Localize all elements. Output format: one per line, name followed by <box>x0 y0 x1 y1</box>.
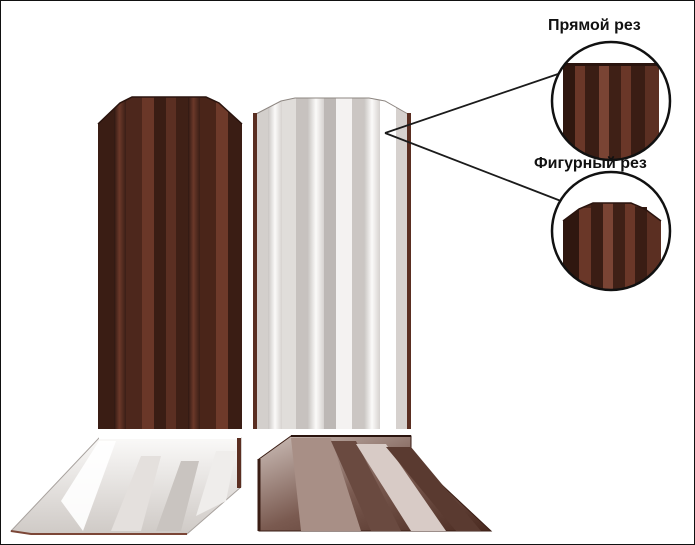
straight-cut-label: Прямой рез <box>548 17 641 34</box>
light-profile-section <box>9 437 242 535</box>
straight-cut-magnifier <box>550 40 672 162</box>
figured-cut-magnifier <box>550 170 672 292</box>
brown-picket <box>97 96 243 429</box>
callout-lines <box>384 72 562 202</box>
figured-cut-label: Фигурный рез <box>534 155 647 172</box>
metal-picket <box>253 97 411 429</box>
dark-profile-section <box>257 435 493 532</box>
